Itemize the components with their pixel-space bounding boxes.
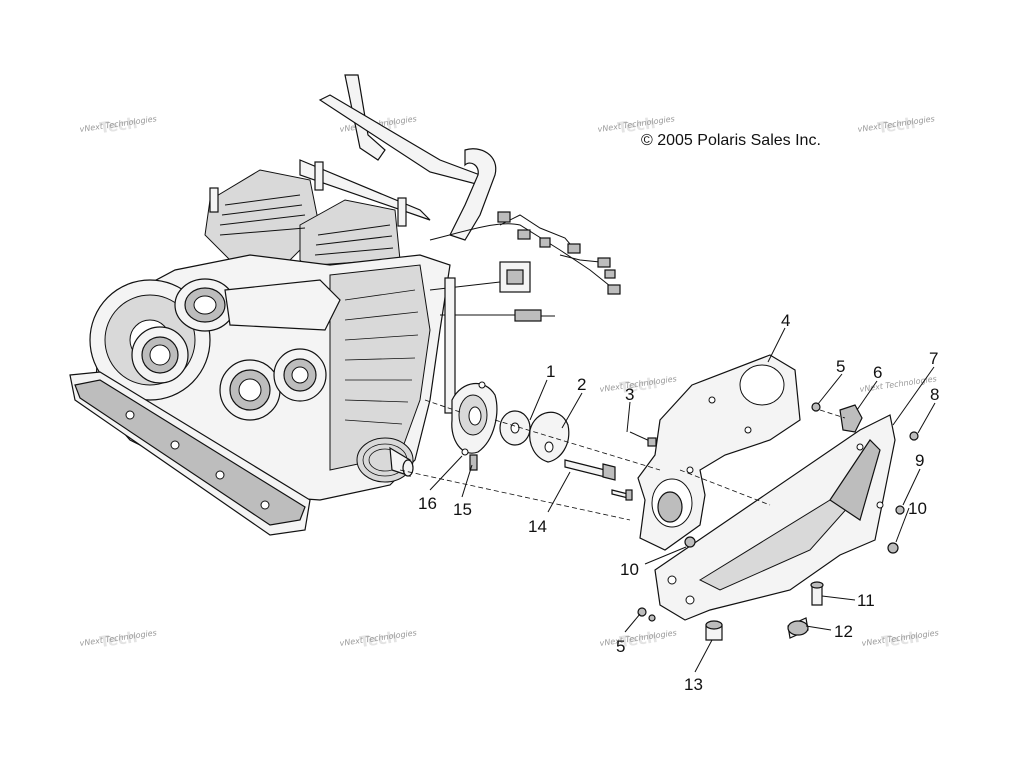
nut-part-10: [684, 536, 696, 548]
drive-shaft: [356, 437, 414, 483]
svg-text:Tech: Tech: [880, 628, 920, 651]
callout-15: 15: [453, 500, 472, 519]
callout-3: 3: [625, 385, 634, 404]
watermark-text: vNext Technologies: [859, 374, 937, 394]
bolt-part-9: [895, 505, 905, 515]
callout-4: 4: [781, 311, 790, 330]
callout-10: 10: [908, 499, 927, 518]
spark-plug: [314, 161, 324, 191]
callout-5: 5: [836, 357, 845, 376]
bolt-part-13: [705, 620, 723, 641]
bolt-part-3: [629, 431, 657, 447]
svg-text:Tech: Tech: [98, 628, 138, 651]
bolt-part-12: [787, 617, 809, 639]
callout-11: 11: [857, 591, 875, 610]
callout-6: 6: [873, 363, 882, 382]
sensor-plug: [514, 309, 542, 322]
callout-labels: 1 2 3 4 5 6 7 8 9 10 10 11 12 13 14 15 1…: [418, 311, 939, 694]
leader-lines: [429, 327, 936, 673]
callout-14: 14: [528, 517, 547, 536]
svg-text:Tech: Tech: [616, 114, 656, 137]
engine-assembly: [69, 74, 621, 536]
long-bolt-part-14: [564, 459, 616, 481]
small-bolt: [611, 489, 633, 501]
clip-part-6: [839, 404, 863, 433]
throttle-body-right: [219, 359, 281, 421]
coolant-hose: [449, 148, 497, 241]
copyright-text: © 2005 Polaris Sales Inc.: [641, 132, 821, 149]
wiring-harness: [429, 211, 621, 322]
nut-part-5: [811, 402, 821, 412]
bolt-part-11: [810, 581, 824, 606]
bracket-part-7: [654, 414, 896, 621]
harness-connector: [499, 261, 531, 293]
svg-text:Tech: Tech: [876, 114, 916, 137]
intake-boot-right: [273, 348, 327, 402]
callout-1: 1: [546, 362, 555, 381]
svg-text:Tech: Tech: [98, 114, 138, 137]
spark-plug: [209, 187, 219, 213]
spark-plug: [397, 197, 407, 227]
callout-12: 12: [834, 622, 853, 641]
callout-9: 9: [915, 451, 924, 470]
washer-part-2: [529, 411, 570, 463]
callout-10: 10: [620, 560, 639, 579]
engine-mount-part-16: [451, 381, 498, 456]
nut-part-10: [887, 542, 899, 554]
callout-2: 2: [577, 375, 586, 394]
svg-text:Tech: Tech: [618, 628, 658, 651]
exhaust-manifold: [318, 94, 481, 186]
callout-8: 8: [930, 385, 939, 404]
callout-13: 13: [684, 675, 703, 694]
intake-manifold: [224, 279, 341, 331]
svg-text:Tech: Tech: [358, 628, 398, 651]
washer-part-1: [499, 410, 531, 446]
mounting-plate-part-4: [637, 354, 801, 551]
callout-5: 5: [616, 637, 625, 656]
throttle-body-left: [131, 326, 189, 384]
washer: [648, 614, 656, 622]
callout-7: 7: [929, 349, 938, 368]
callout-16: 16: [418, 494, 437, 513]
support-rod: [444, 277, 456, 414]
svg-text:Tech: Tech: [618, 374, 658, 397]
crankcase: [329, 264, 431, 471]
intake-boot: [174, 278, 236, 332]
bolt-part-8: [909, 431, 919, 441]
assembly-lines: [399, 399, 846, 521]
